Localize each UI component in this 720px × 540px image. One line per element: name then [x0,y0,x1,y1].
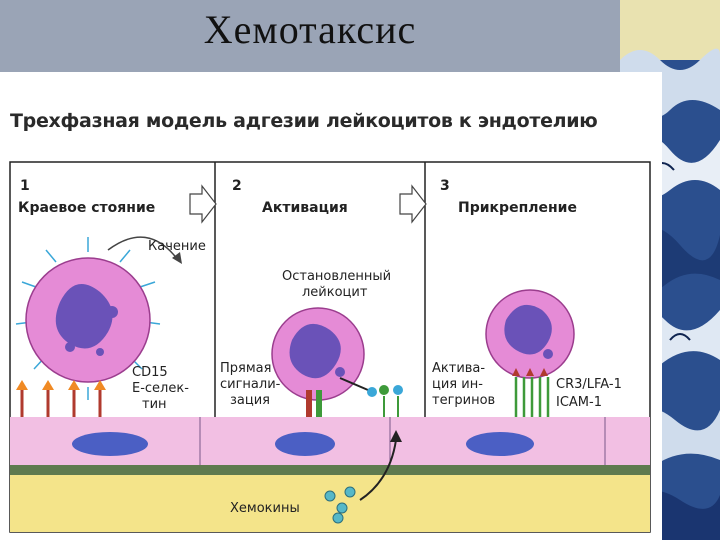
chemokine-arrow-icon [359,439,397,501]
panel-1-number: 1 [20,178,30,194]
transition-arrow-icon [399,184,427,224]
panel-3-number: 3 [440,178,450,194]
label-chemokines: Хемокины [230,501,300,516]
receptor-molecules [306,385,403,417]
endothelial-nucleus [72,432,148,456]
label-activation-2: ция ин- [432,377,483,392]
rolling-arrowhead-icon [172,252,182,264]
tissue-layer [10,475,650,532]
chemokine-particles [324,486,356,524]
label-direct-3: зация [230,393,270,408]
label-e-selectin-2: тин [142,397,167,412]
panel-2-title: Активация [262,200,348,216]
label-activation-1: Актива- [432,361,485,376]
panel-1-title: Краевое стояние [18,200,155,216]
label-direct-2: сигнали- [220,377,281,392]
panel-3-title: Прикрепление [458,200,577,216]
adhesion-diagram: 1 Краевое стояние 2 Активация 3 Прикрепл… [9,161,651,533]
rolling-arrow-icon [107,236,179,261]
chemokine-arrowhead-icon [390,430,402,442]
rolling-leukocyte [15,237,161,400]
label-stopped-2: лейкоцит [302,285,368,300]
integrin-molecules [512,368,550,417]
label-cr3-lfa1: CR3/LFA-1 [556,377,622,392]
basement-membrane [10,465,650,475]
label-cd15: CD15 [132,365,168,380]
panel-2-number: 2 [232,178,242,194]
label-direct-1: Прямая [220,361,271,376]
label-icam1: ICAM-1 [556,395,602,410]
label-stopped-1: Остановленный [282,269,391,284]
selectin-heads [16,380,106,390]
endothelial-nucleus [466,432,534,456]
transition-arrow-icon [189,184,217,224]
adherent-leukocyte [485,289,575,379]
label-activation-3: тегринов [432,393,495,408]
selectin-molecules [20,390,102,417]
title-bar [0,0,620,72]
label-rolling: Качение [148,239,206,254]
figure-title: Трехфазная модель адгезии лейкоцитов к э… [10,110,598,132]
slide-title: Хемотаксис [203,7,417,52]
stopped-leukocyte [271,307,365,401]
endothelial-nucleus [275,432,335,456]
label-e-selectin-1: E-селек- [132,381,189,396]
signal-arrow-icon [339,377,369,391]
